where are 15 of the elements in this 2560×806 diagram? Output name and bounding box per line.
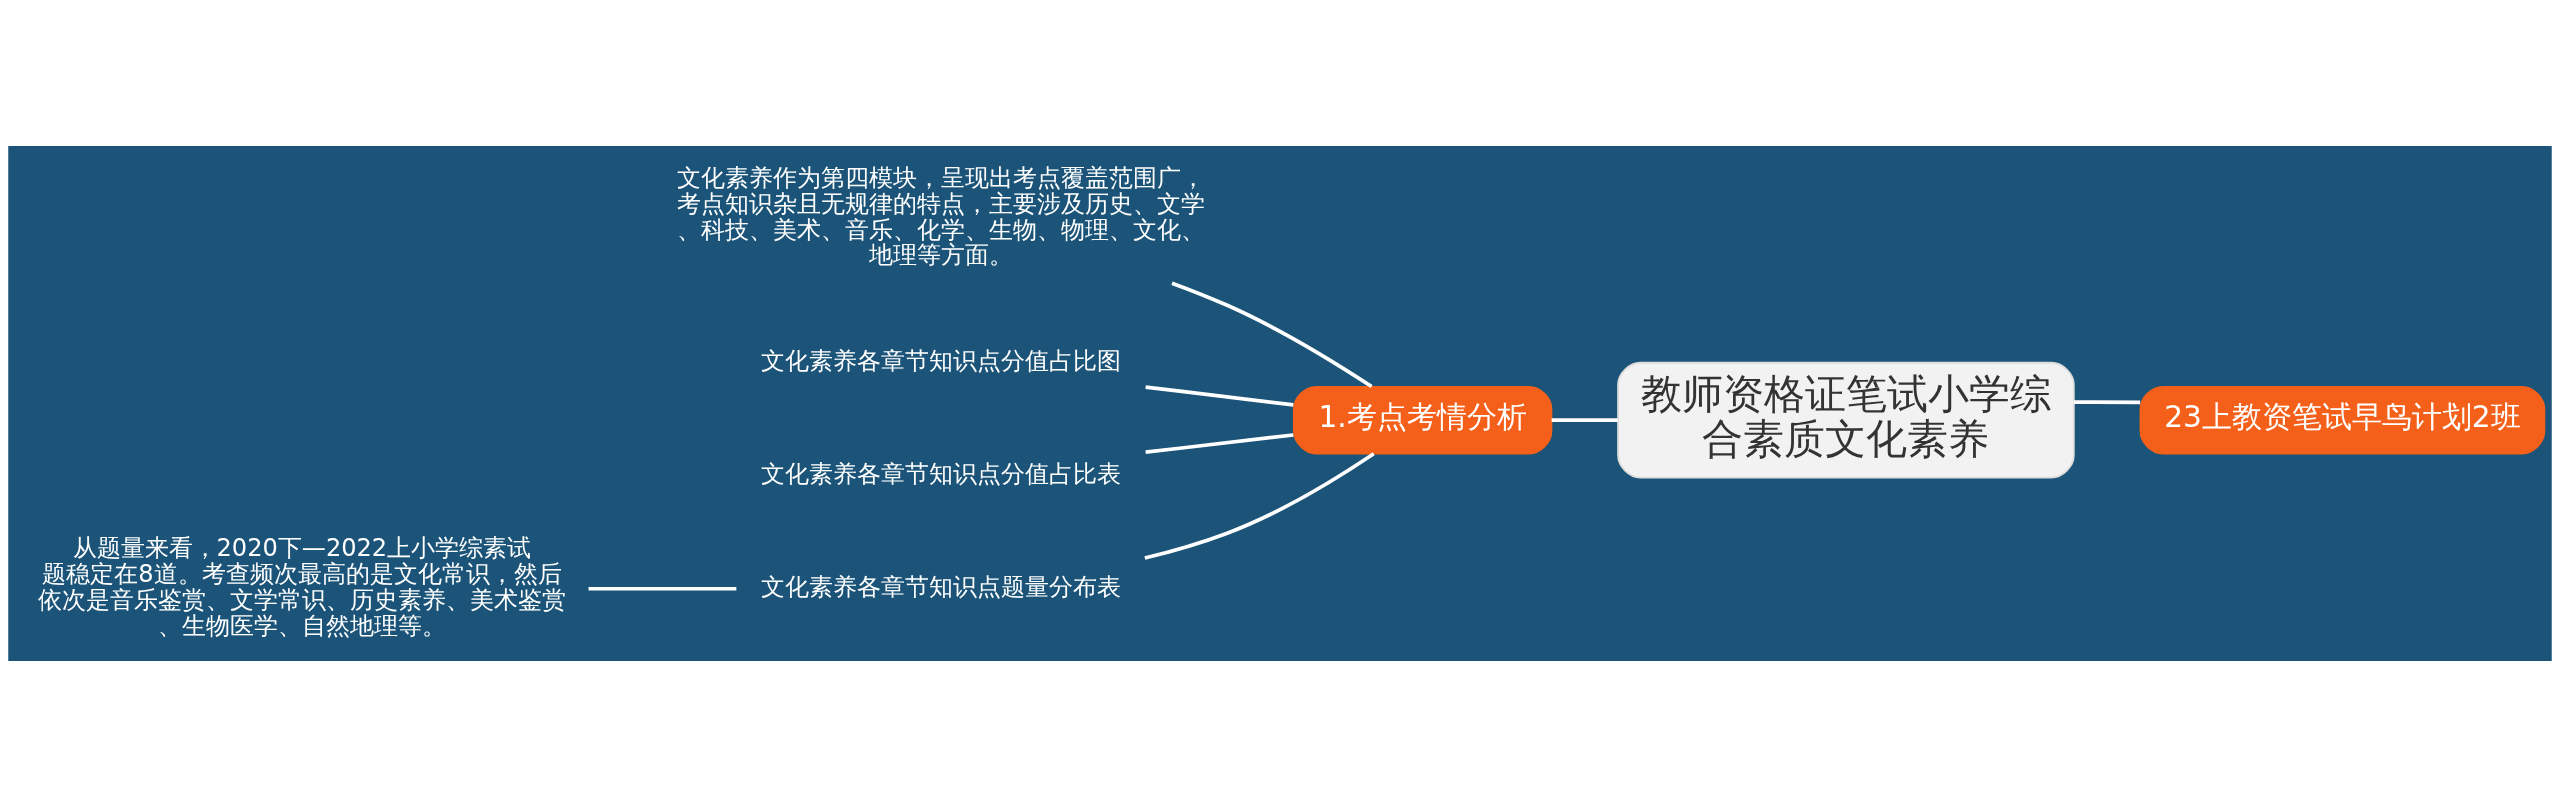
node-text: 文化素养各章节知识点题量分布表 [760, 572, 1121, 601]
node-text: 从题量来看，2020下—2022上小学综素试题稳定在8道。考查频次最高的是文化常识，然后依次是音乐鉴赏、文学常识、历史素养、美术鉴赏、生物医学、自然地理等。 [37, 533, 566, 640]
connector [1171, 280, 1373, 388]
node-box: 23上教资笔试早鸟计划2班 [2139, 385, 2546, 454]
connector [588, 586, 737, 591]
connector [2073, 399, 2141, 404]
node-text: 文化素养各章节知识点分值占比表 [760, 459, 1121, 488]
node-text: 文化素养作为第四模块，呈现出考点覆盖范围广，考点知识杂且无规律的特点，主要涉及历史、文学、科技、美术、音乐、化学、生物、物理、文化、地理等方面。 [676, 163, 1205, 269]
node-box: 教师资格证笔试小学综合素质文化素养 [1617, 361, 2075, 479]
node-text: 文化素养各章节知识点分值占比图 [760, 346, 1121, 375]
node-box: 1.考点考情分析 [1292, 385, 1553, 454]
connector [1145, 384, 1294, 407]
connector [1145, 432, 1294, 454]
connector [1551, 417, 1618, 422]
connector [1144, 451, 1375, 560]
